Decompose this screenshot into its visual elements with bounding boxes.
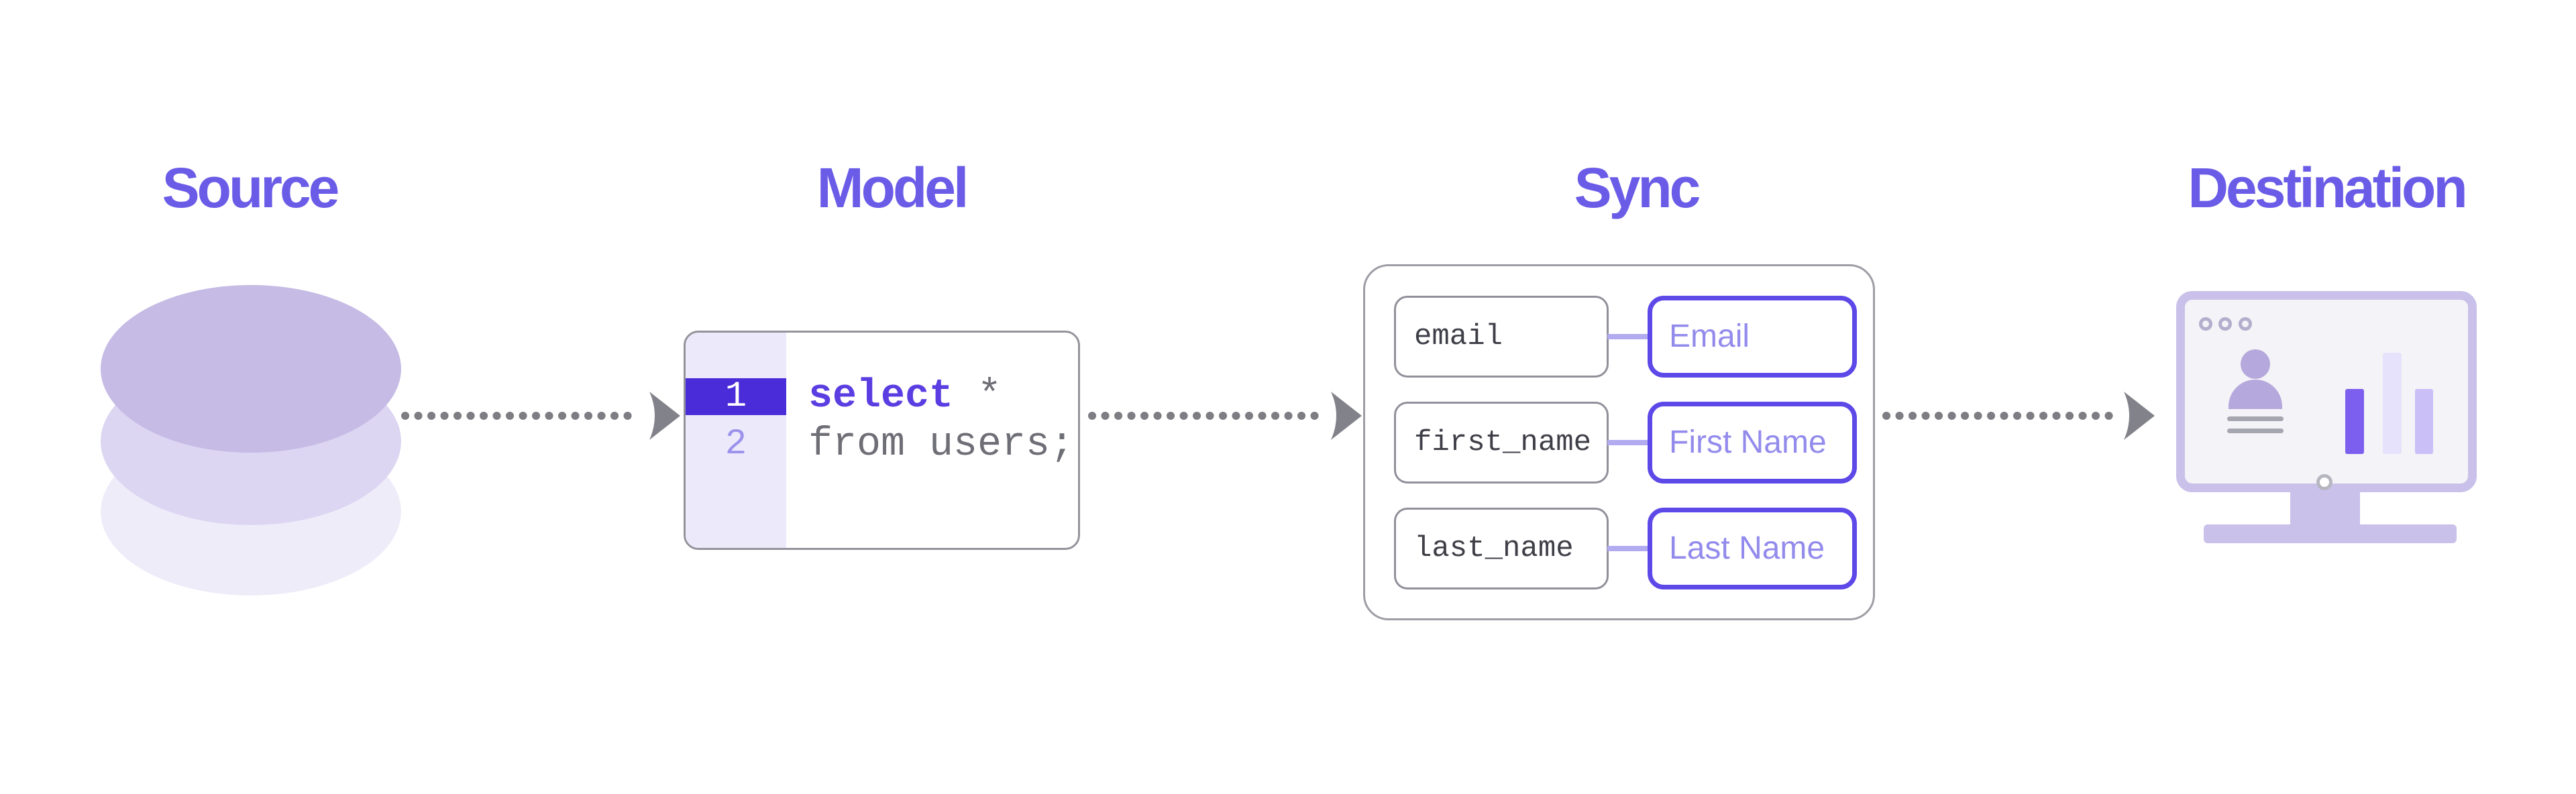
mapping-connector (1607, 546, 1649, 551)
sql-text: from users; (808, 422, 1075, 467)
sync-title: Sync (1574, 156, 1701, 219)
sql-keyword: select (808, 374, 954, 419)
dotted-arrow-model-to-sync-icon (1088, 392, 1362, 440)
monitor-home-button (2316, 474, 2332, 490)
code-line-1: select * (808, 376, 1002, 416)
window-control-dot (2239, 317, 2252, 331)
window-control-dot (2218, 317, 2232, 331)
bar-chart-bar-2 (2383, 353, 2402, 454)
destination-field-first-name: First Name (1648, 402, 1857, 484)
line-number-2: 2 (724, 424, 747, 465)
sql-text: * (953, 374, 1002, 419)
user-text-line (2227, 429, 2284, 433)
database-icon (101, 285, 401, 596)
active-line-highlight (686, 378, 786, 415)
monitor-stand-neck (2290, 491, 2360, 526)
source-field-first-name: first_name (1394, 402, 1609, 484)
model-title: Model (816, 156, 969, 219)
monitor-stand-base (2204, 524, 2457, 543)
window-control-dot (2199, 317, 2212, 331)
mapping-connector (1607, 334, 1649, 339)
bar-chart-bar-3 (2415, 389, 2433, 454)
destination-field-last-name: Last Name (1648, 508, 1857, 589)
mapping-row: email Email (1394, 296, 1857, 378)
bar-chart-bar-1 (2345, 389, 2364, 454)
code-line-2: from users; (808, 424, 1074, 465)
line-number-1: 1 (724, 376, 747, 417)
destination-field-email: Email (1648, 296, 1857, 378)
source-field-email: email (1394, 296, 1609, 378)
destination-title: Destination (2188, 156, 2467, 219)
dotted-arrow-sync-to-destination-icon (1882, 392, 2155, 440)
user-icon-head (2241, 349, 2270, 379)
dotted-arrow-source-to-model-icon (401, 392, 680, 440)
mapping-connector (1607, 440, 1649, 445)
mapping-row: first_name First Name (1394, 402, 1857, 484)
source-field-last-name: last_name (1394, 508, 1609, 589)
sync-mapping-panel: email Email first_name First Name last_n… (1363, 264, 1875, 620)
sql-model-editor: 1 2 select * from users; (684, 331, 1080, 550)
user-text-line (2227, 416, 2284, 421)
database-layer-top (101, 285, 401, 453)
source-title: Source (162, 156, 340, 219)
mapping-row: last_name Last Name (1394, 508, 1857, 589)
line-number-gutter: 1 2 (686, 333, 786, 548)
